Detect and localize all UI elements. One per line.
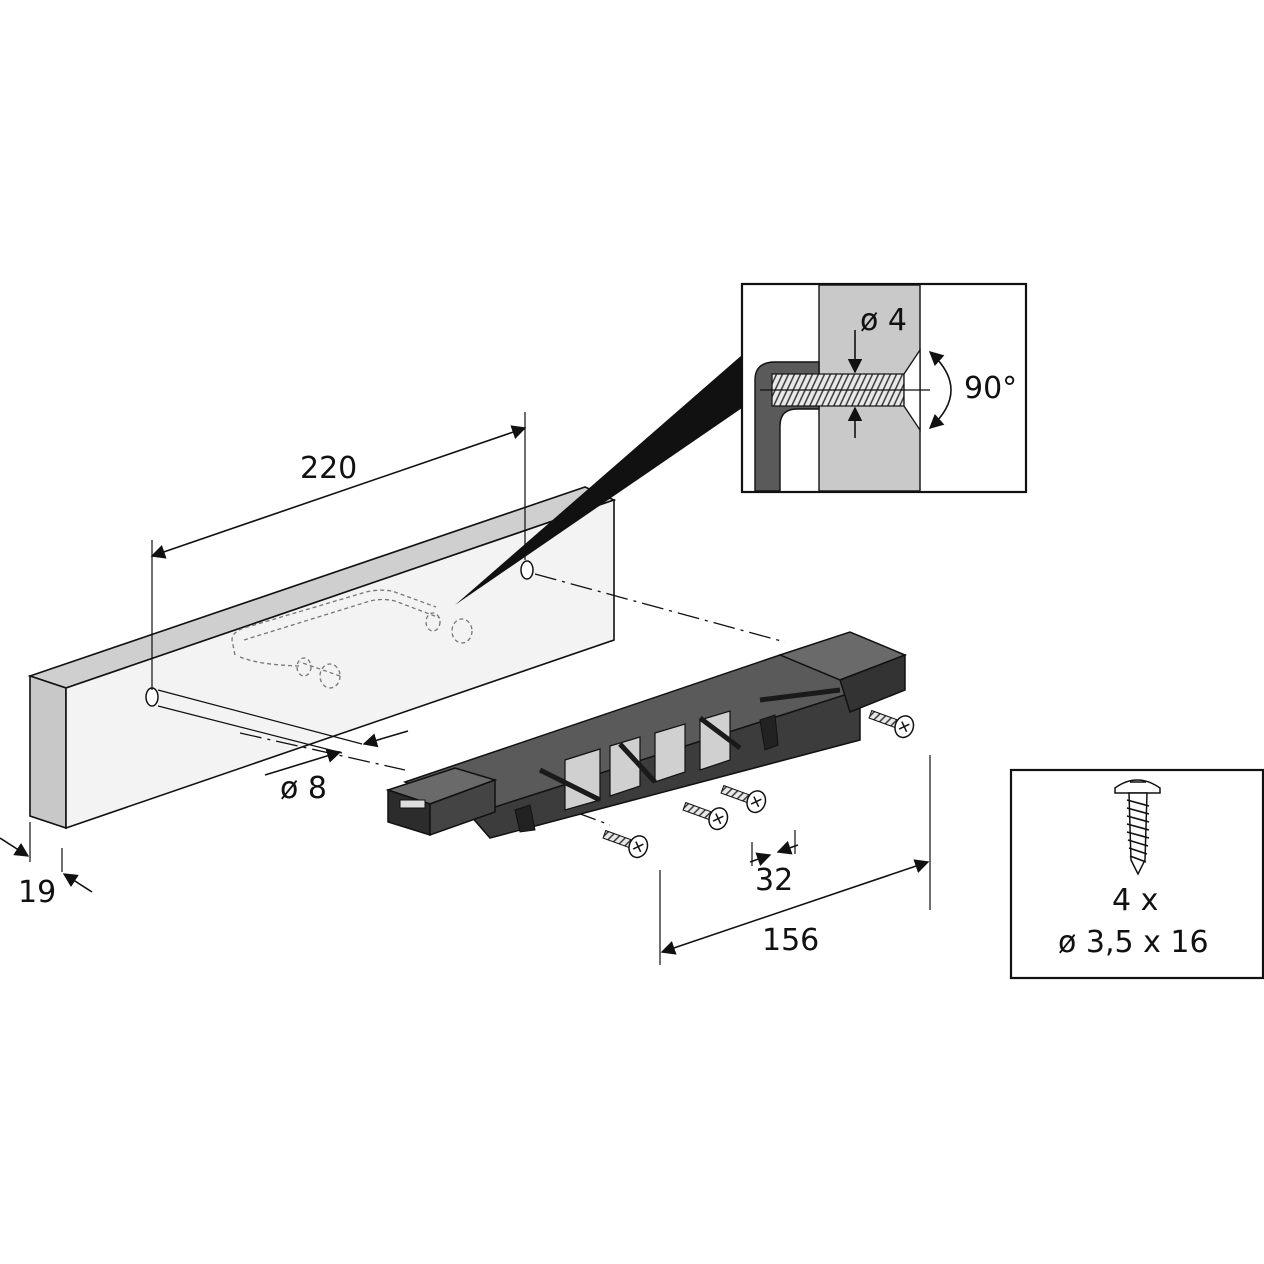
screw-spec-box: 4 x ø 3,5 x 16 [1009, 768, 1264, 980]
hidden-handle-boss-right [425, 612, 441, 632]
hidden-handle-boss-right-2 [451, 618, 473, 644]
dimension-screw-offset: 32 [749, 830, 799, 898]
dim-220-label: 220 [300, 451, 357, 486]
bracket-left-clip [399, 799, 426, 809]
centerline-right-hole [534, 573, 786, 643]
detail-pilot-diameter-label: ø 4 [860, 303, 907, 338]
screws-size-label: ø 3,5 x 16 [1058, 925, 1209, 960]
dimension-board-thickness: 19 [0, 822, 93, 910]
dim-32-label: 32 [755, 863, 793, 898]
hole-right [520, 560, 534, 580]
screw-4 [602, 829, 649, 859]
dimension-hole-spacing: 220 [150, 412, 527, 690]
centerline-left-hole [239, 732, 406, 771]
dim-156-label: 156 [762, 923, 819, 958]
handle-bracket [385, 631, 908, 839]
screw-1 [868, 709, 915, 739]
hidden-handle-boss-left-2 [319, 663, 341, 689]
bracket-left-end-side [429, 778, 496, 837]
bracket-right-end-front [839, 653, 906, 713]
hidden-handle-boss-left [296, 657, 312, 677]
dimension-bracket-length: 156 [659, 755, 931, 965]
bracket-leg-right [759, 714, 779, 751]
screw-3 [682, 801, 729, 831]
board-front-face [65, 498, 615, 830]
screw-icon [1114, 779, 1161, 876]
hole-guide-bottom [157, 705, 343, 754]
dim-diameter-8-label: ø 8 [280, 771, 327, 806]
hole-guide-top [157, 689, 363, 745]
detail-view: ø 4 90° [740, 282, 1028, 494]
screws-quantity-label: 4 x [1112, 883, 1158, 918]
dim-19-label: 19 [18, 875, 56, 910]
board-side-face [29, 674, 67, 830]
bracket-leg-left [514, 804, 536, 833]
screw-2 [720, 784, 767, 814]
detail-callout-leader [455, 355, 742, 605]
bracket-ribs [538, 687, 841, 803]
hole-left [145, 687, 159, 707]
dimension-hole-diameter: ø 8 [264, 730, 409, 806]
detail-angle-label: 90° [964, 371, 1017, 406]
